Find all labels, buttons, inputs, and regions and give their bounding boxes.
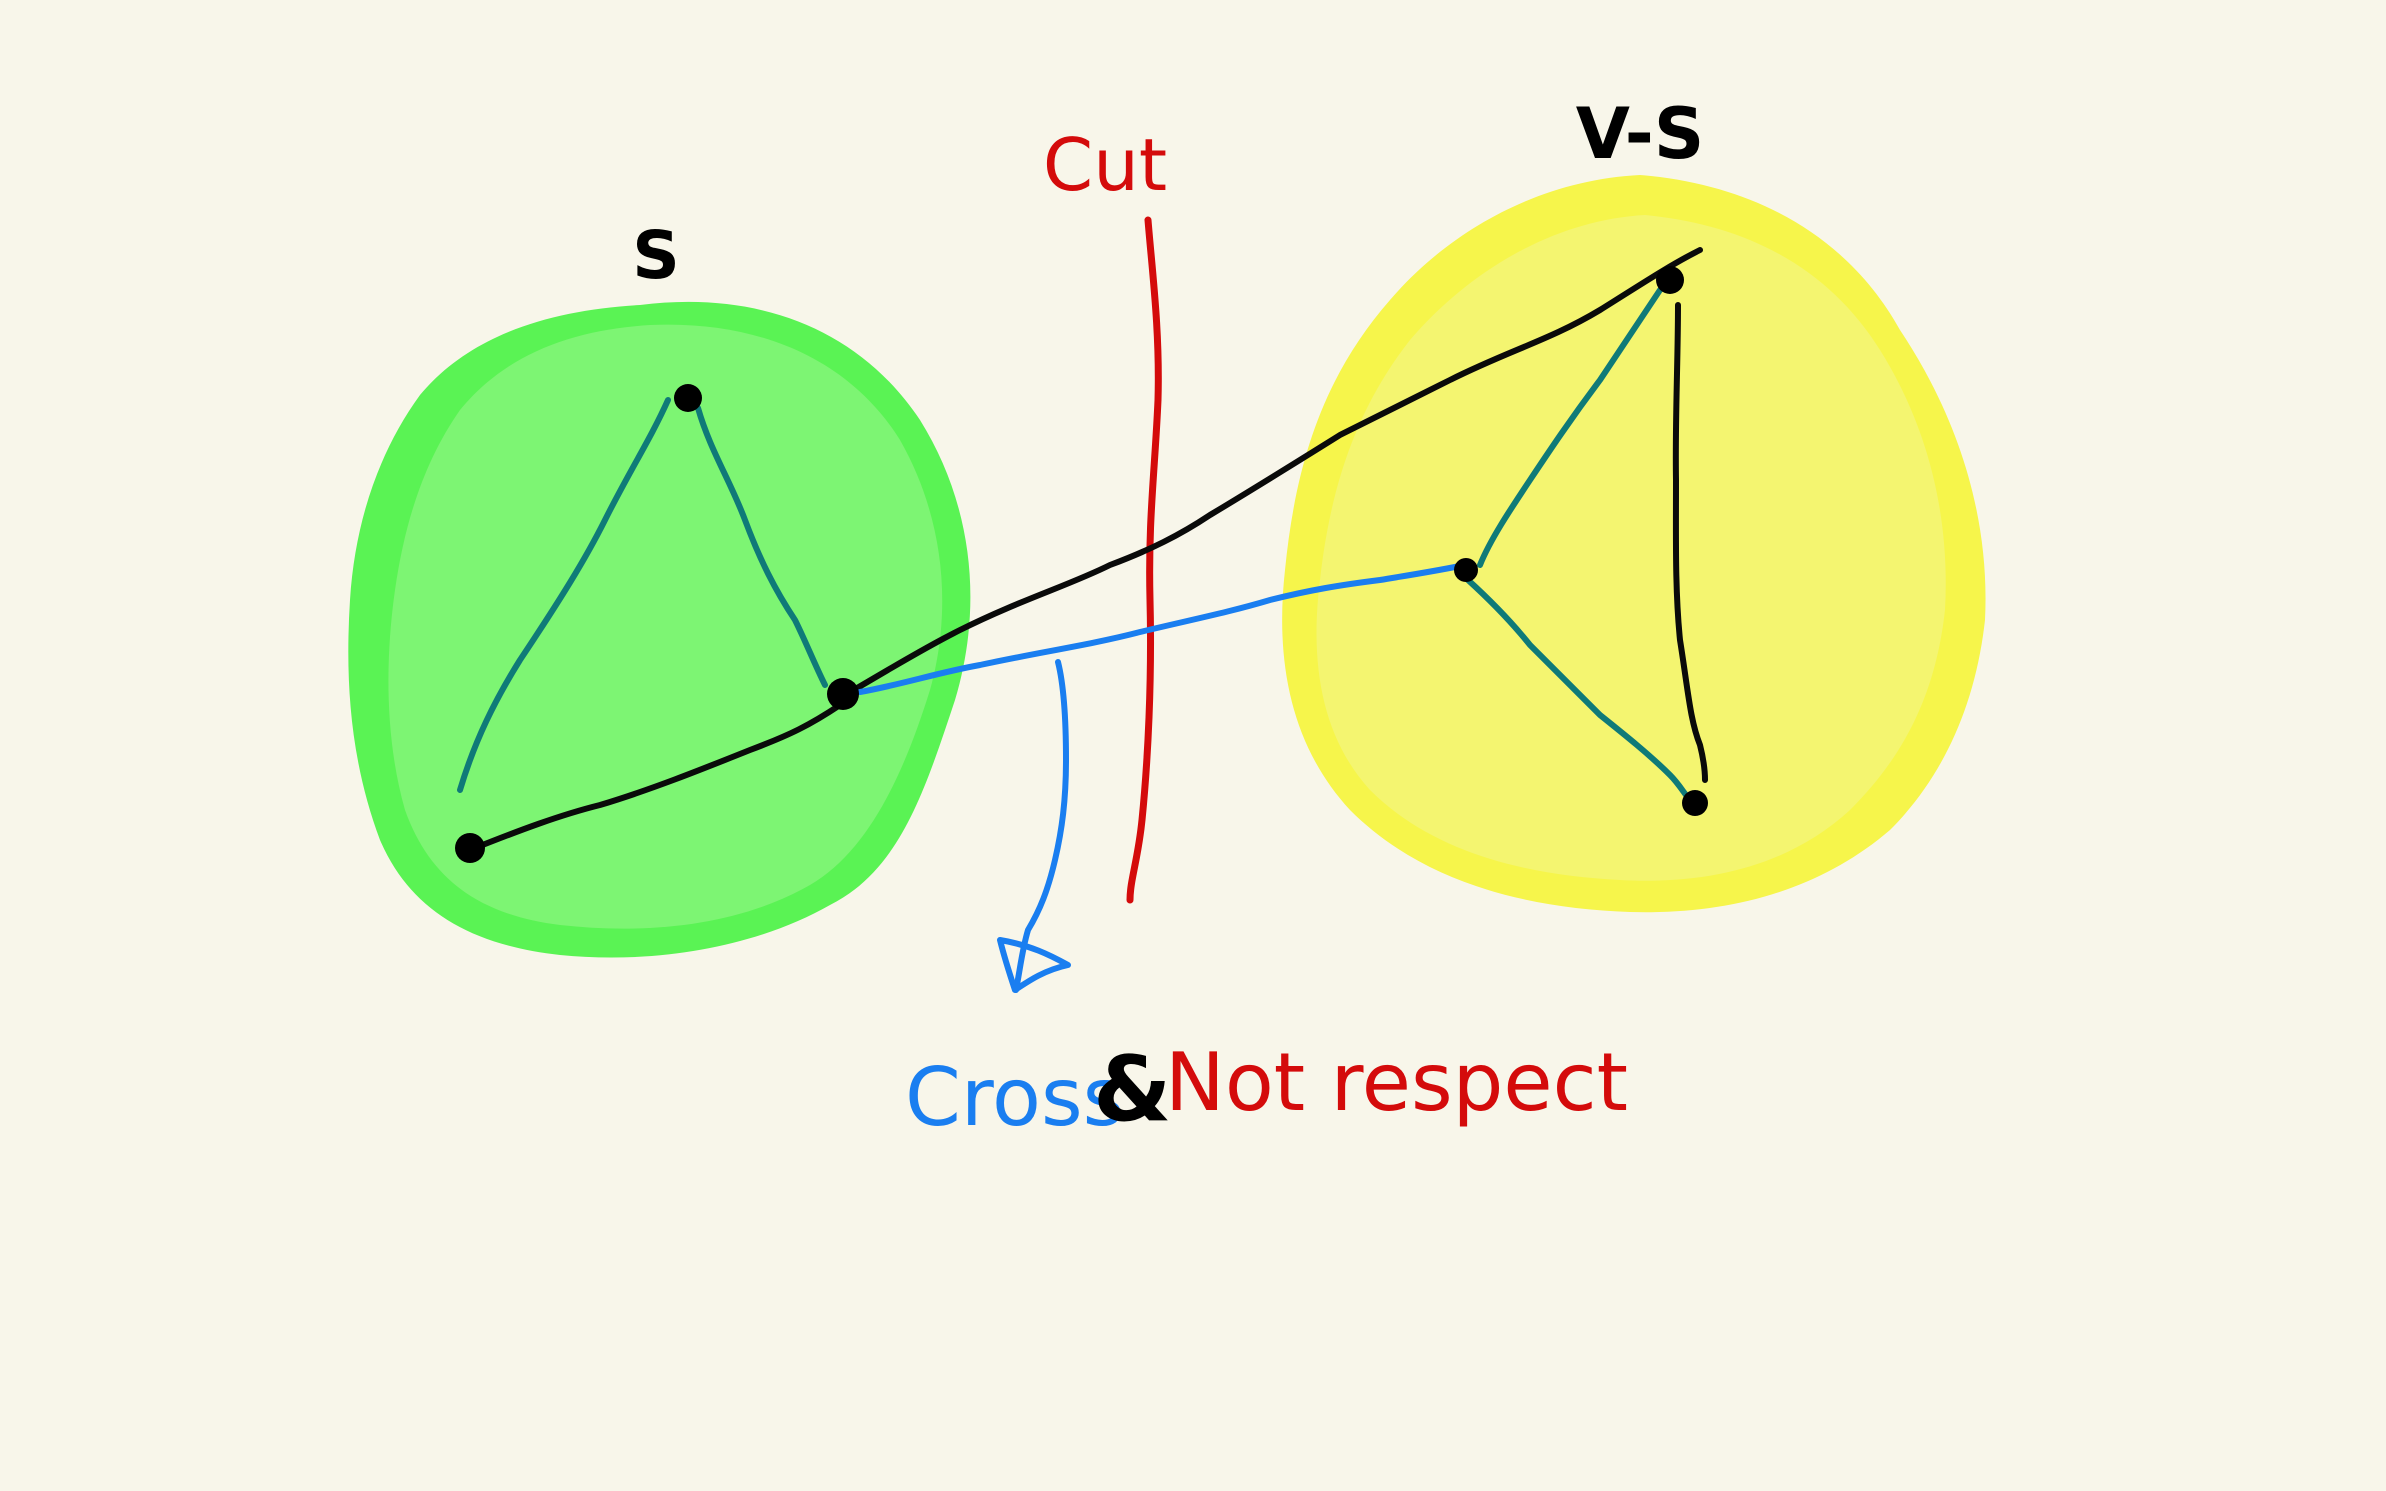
edge-s-top-right bbox=[695, 405, 828, 688]
set-vs-fill bbox=[1316, 215, 1946, 881]
vertex-s-right bbox=[827, 678, 859, 710]
edge-cross-blue bbox=[857, 563, 1463, 695]
cut-label: Cut bbox=[1043, 123, 1167, 207]
vertices bbox=[455, 266, 1708, 863]
cut-line bbox=[1126, 216, 1162, 904]
edge-s-bottom bbox=[467, 702, 843, 853]
set-s-region bbox=[348, 301, 971, 958]
set-s-fill bbox=[388, 324, 943, 929]
vertex-vs-left bbox=[1454, 558, 1478, 582]
vertex-s-bottom-left bbox=[455, 833, 485, 863]
edge-cross-black bbox=[842, 247, 1703, 698]
edge-s-top-left bbox=[457, 397, 671, 793]
set-s-label: S bbox=[632, 217, 680, 294]
vertex-vs-top bbox=[1656, 266, 1684, 294]
edge-vs-top-left bbox=[1477, 287, 1663, 568]
edge-vs-left-bottom bbox=[1465, 577, 1693, 803]
ampersand-label: & bbox=[1093, 1037, 1172, 1142]
vertex-vs-bottom bbox=[1682, 790, 1708, 816]
set-vs-label: V-S bbox=[1576, 93, 1705, 175]
vertex-s-top bbox=[674, 384, 702, 412]
edge-vs-right bbox=[1672, 302, 1708, 783]
not-respect-label: Not respect bbox=[1165, 1036, 1628, 1129]
set-vs-region bbox=[1282, 175, 1986, 913]
cross-label: Cross bbox=[905, 1051, 1124, 1144]
cross-pointer-arrowhead bbox=[997, 937, 1071, 993]
cross-pointer-arrow bbox=[1013, 659, 1070, 993]
